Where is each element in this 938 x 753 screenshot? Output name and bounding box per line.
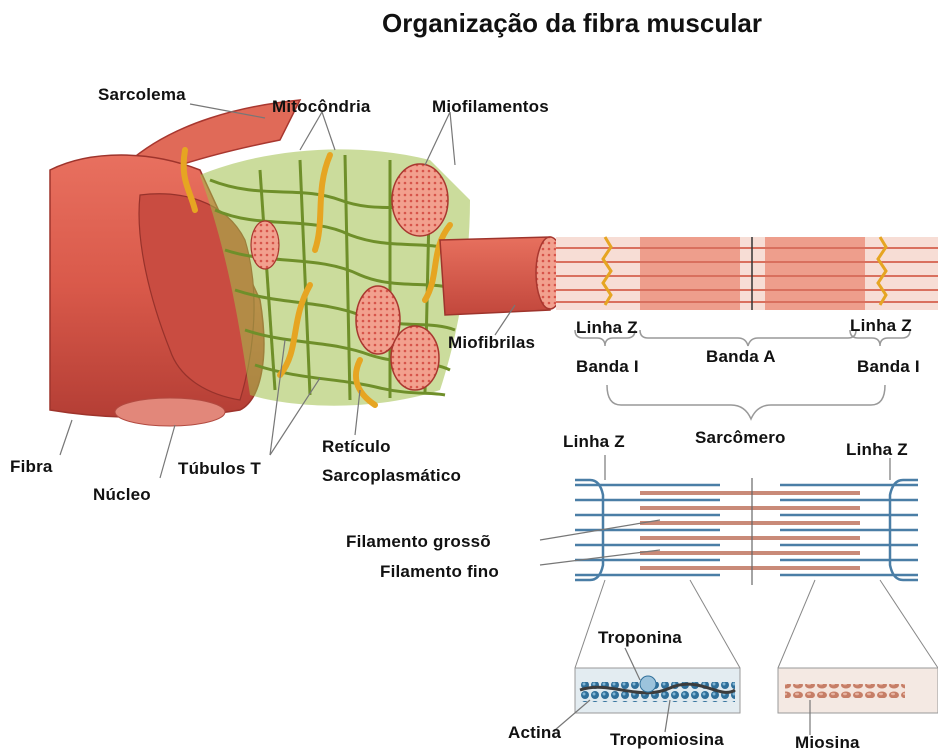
label-actina: Actina — [508, 723, 561, 743]
muscle-fiber-illustration — [50, 100, 564, 426]
nucleus-shape — [115, 398, 225, 426]
label-filamento-fino: Filamento fino — [380, 562, 499, 582]
label-troponina: Troponina — [598, 628, 682, 648]
label-tubulos-t: Túbulos T — [178, 459, 261, 479]
label-nucleo: Núcleo — [93, 485, 151, 505]
label-linha-z-top-right: Linha Z — [850, 316, 912, 336]
label-tropomiosina: Tropomiosina — [610, 730, 724, 750]
label-miosina: Miosina — [795, 733, 860, 753]
label-banda-a: Banda A — [706, 347, 776, 367]
label-sarcomero: Sarcômero — [695, 428, 786, 448]
myofibril-cylinder — [440, 237, 550, 315]
troponin-shape — [640, 676, 656, 692]
actin-inset — [575, 668, 740, 713]
diagram-title: Organização da fibra muscular — [382, 8, 762, 39]
label-filamento-grosso: Filamento grossõ — [346, 532, 491, 552]
label-linha-z-bottom-left: Linha Z — [563, 432, 625, 452]
label-linha-z-top-left: Linha Z — [576, 318, 638, 338]
label-banda-i-left: Banda I — [576, 357, 639, 377]
label-miofilamentos: Miofilamentos — [432, 97, 549, 117]
label-banda-i-right: Banda I — [857, 357, 920, 377]
label-sarcolema: Sarcolema — [98, 85, 186, 105]
label-linha-z-bottom-right: Linha Z — [846, 440, 908, 460]
label-sarcoplasmatico: Sarcoplasmático — [322, 466, 461, 486]
label-mitocondria: Mitocôndria — [272, 97, 371, 117]
label-fibra: Fibra — [10, 457, 53, 477]
label-miofibrilas: Miofibrilas — [448, 333, 535, 353]
myosin-inset — [778, 668, 938, 713]
label-reticulo: Retículo — [322, 437, 391, 457]
